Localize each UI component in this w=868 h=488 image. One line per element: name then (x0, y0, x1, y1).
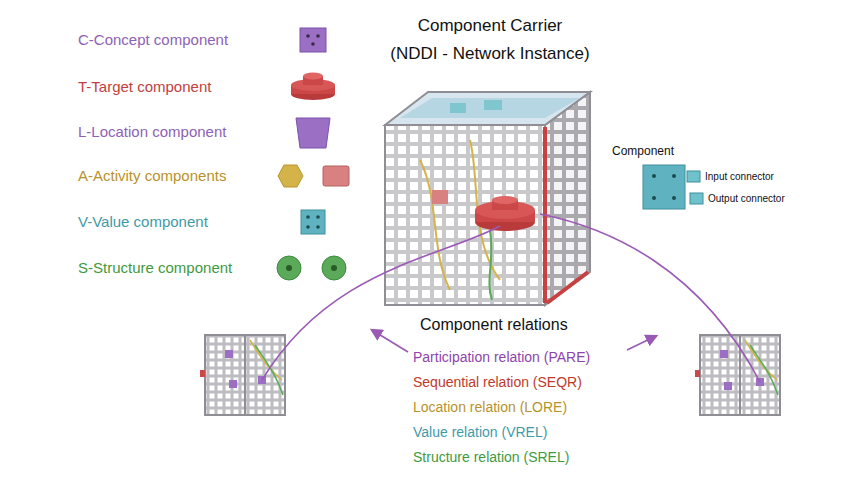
relation-name: Sequential relation (SEQR) (413, 374, 582, 390)
node-heading: Component (612, 144, 712, 158)
carrier-node: Component Carrier (NDDI - Network Instanc… (360, 16, 620, 308)
part-label: Output connector (708, 193, 785, 204)
component-detail (643, 165, 703, 209)
relation-name: Participation relation (PARE) (413, 349, 590, 365)
legend-text: T-Target component (78, 78, 211, 95)
legend-text: A-Activity components (78, 167, 226, 184)
small-carrier-left (200, 335, 285, 415)
legend-text: L-Location component (78, 123, 226, 140)
node-heading: (NDDI - Network Instance) (360, 44, 620, 64)
node-heading: Component Carrier (360, 16, 620, 36)
small-carrier-right (695, 335, 780, 415)
relation-name: Location relation (LORE) (413, 399, 567, 415)
pointer-arrow (627, 336, 656, 350)
section-heading: Component relations (420, 316, 568, 334)
carrier-cube (385, 92, 590, 305)
legend-text: S-Structure component (78, 259, 232, 276)
relation-name: Value relation (VREL) (413, 424, 547, 440)
part-label: Input connector (705, 171, 774, 182)
legend-text: V-Value component (78, 213, 208, 230)
legend-icons (277, 28, 349, 280)
legend-text: C-Concept component (78, 31, 228, 48)
pointer-arrow (372, 330, 408, 352)
component-node: Component (612, 144, 712, 214)
relation-name: Structure relation (SREL) (413, 449, 569, 465)
